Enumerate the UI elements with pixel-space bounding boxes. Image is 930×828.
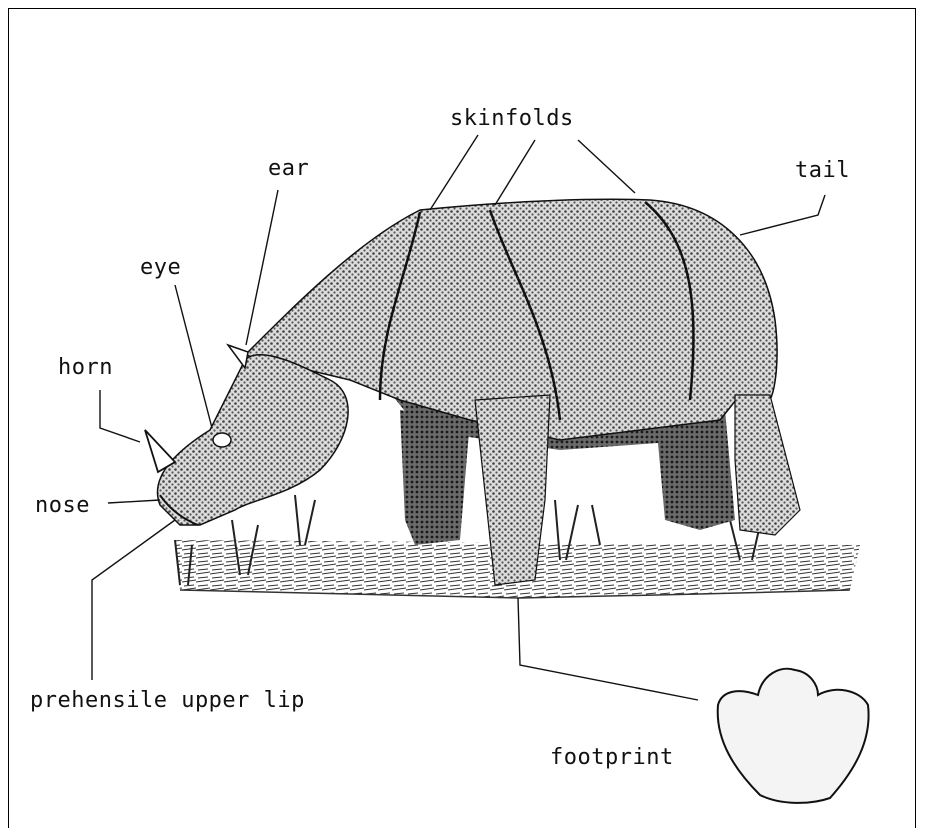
eye-leader [175,285,212,428]
nose-label: nose [35,493,90,518]
eye-label: eye [140,255,181,280]
tail-label: tail [795,158,850,183]
skinfolds-label: skinfolds [450,106,574,131]
horn-leader [100,390,140,442]
skinfolds-leader-3 [578,140,635,193]
skinfolds-leader-2 [495,140,535,205]
ear-label: ear [268,156,309,181]
horn-label: horn [58,355,113,380]
footprint-illustration [718,669,869,803]
ear-leader [246,190,278,345]
prehensile-upper-lip-label: prehensile upper lip [30,688,305,713]
skinfolds-leader-1 [430,135,478,210]
footprint-label: footprint [550,745,674,770]
rhinoceros-illustration [145,199,800,585]
lip-leader [92,520,175,680]
tail-leader [740,195,825,235]
footprint-leader [518,598,698,700]
nose-leader [108,500,160,503]
